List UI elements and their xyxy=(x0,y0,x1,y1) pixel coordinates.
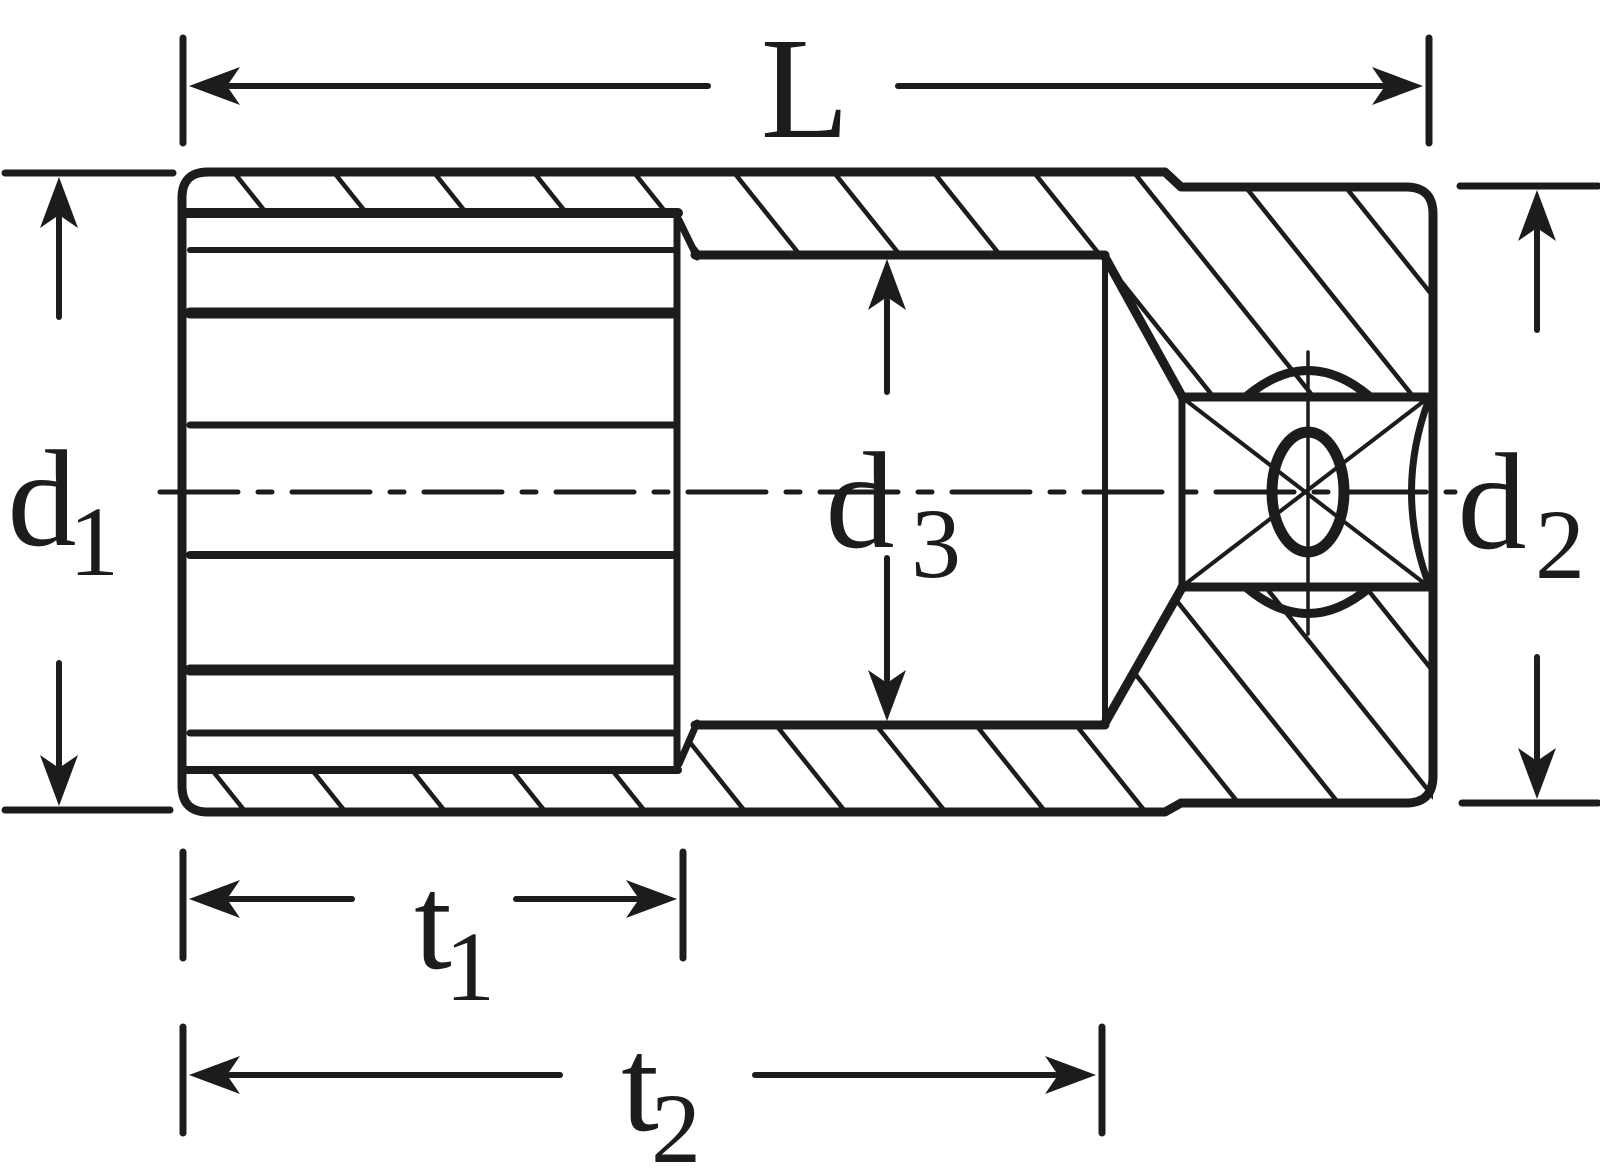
arrowhead-down xyxy=(1518,748,1556,799)
arrowhead-up xyxy=(1518,190,1556,241)
arrowhead-left xyxy=(189,880,240,918)
bore xyxy=(690,250,1188,730)
dimension-t1: t 1 xyxy=(179,848,687,1022)
label-t2-sub: 2 xyxy=(651,1073,701,1171)
label-t1-sub: 1 xyxy=(445,911,495,1022)
arrowhead-down xyxy=(868,670,906,721)
arrowhead-up xyxy=(40,177,78,228)
dimension-d1: d 1 xyxy=(1,169,177,814)
arrowhead-left xyxy=(189,67,240,105)
arrowhead-down xyxy=(40,755,78,806)
dimension-d2: d 2 xyxy=(1456,182,1600,807)
spline-profile xyxy=(181,208,701,774)
label-d2-sub: 2 xyxy=(1535,489,1585,600)
label-t1: t xyxy=(414,849,452,998)
label-d1-sub: 1 xyxy=(69,486,119,597)
arrowhead-right xyxy=(1372,67,1423,105)
dimension-t2: t 2 xyxy=(179,1011,1106,1171)
arrowhead-right xyxy=(626,880,677,918)
dimension-d3: d 3 xyxy=(826,259,961,721)
dimension-L: L xyxy=(179,9,1433,169)
taper-to-square-top xyxy=(1100,252,1188,403)
arrowhead-up xyxy=(868,259,906,310)
label-d3-sub: 3 xyxy=(911,488,961,599)
arrowhead-right xyxy=(1045,1056,1096,1094)
taper-to-square-bottom xyxy=(1100,581,1188,728)
bore-lead-chamfer-bottom xyxy=(675,719,701,768)
drawing-root: L d 1 d 3 xyxy=(1,9,1600,1171)
label-t2: t xyxy=(621,1011,659,1160)
arrowhead-left xyxy=(189,1056,240,1094)
square-drive xyxy=(1177,350,1436,636)
socket-body-outline xyxy=(177,167,1438,817)
label-d2: d xyxy=(1458,425,1527,578)
label-d1: d xyxy=(8,422,77,575)
label-L: L xyxy=(761,9,850,169)
label-d3: d xyxy=(826,424,895,577)
square-diagonal xyxy=(1182,399,1426,587)
